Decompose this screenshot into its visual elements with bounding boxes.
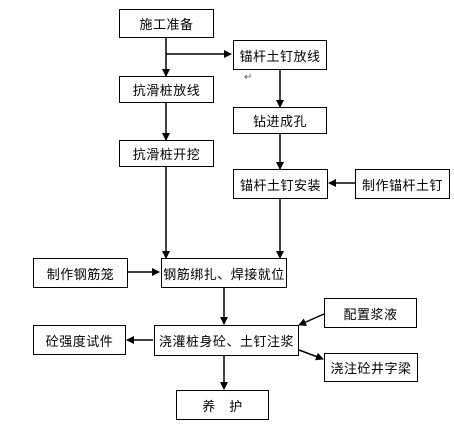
node-prep: 施工准备 <box>119 9 214 38</box>
node-pile-layout: 抗滑桩放线 <box>119 76 214 103</box>
node-specimen-label: 砼强度试件 <box>45 334 114 350</box>
node-cage-bind: 钢筋绑扎、焊接就位 <box>161 258 287 288</box>
node-pour-label: 浇灌桩身砼、土钉注浆 <box>158 335 294 350</box>
node-drill-label: 钻进成孔 <box>252 115 307 130</box>
node-prep-label: 施工准备 <box>139 18 194 33</box>
node-beam-label: 浇注砼井字梁 <box>330 362 412 377</box>
node-cure: 养 护 <box>176 390 269 420</box>
arrow-grout-to-pour <box>298 313 325 326</box>
node-pile-excavate-label: 抗滑桩开挖 <box>132 148 201 163</box>
node-pour: 浇灌桩身砼、土钉注浆 <box>154 325 299 356</box>
node-cage-make-label: 制作钢筋笼 <box>46 267 115 283</box>
node-cage-bind-label: 钢筋绑扎、焊接就位 <box>163 267 285 283</box>
node-pile-layout-label: 抗滑桩放线 <box>132 84 201 99</box>
node-cage-make: 制作钢筋笼 <box>33 258 128 288</box>
node-drill: 钻进成孔 <box>233 107 327 134</box>
node-beam: 浇注砼井字梁 <box>324 353 418 382</box>
node-anchor-layout: 锚杆土钉放线 <box>233 40 327 70</box>
node-grout-mix-label: 配置浆液 <box>343 307 398 323</box>
node-anchor-make-label: 制作锚杆土钉 <box>361 178 443 194</box>
node-anchor-layout-label: 锚杆土钉放线 <box>239 49 321 65</box>
node-pile-excavate: 抗滑桩开挖 <box>119 140 214 167</box>
node-cure-label: 养 护 <box>202 399 243 415</box>
node-grout-mix: 配置浆液 <box>324 298 417 328</box>
node-anchor-install: 锚杆土钉安装 <box>233 169 328 199</box>
node-anchor-make: 制作锚杆土钉 <box>355 169 450 199</box>
node-specimen: 砼强度试件 <box>33 325 126 355</box>
return-mark: ↵ <box>244 72 253 83</box>
arrow-pour-to-beam <box>298 349 324 361</box>
node-anchor-install-label: 锚杆土钉安装 <box>239 178 321 194</box>
